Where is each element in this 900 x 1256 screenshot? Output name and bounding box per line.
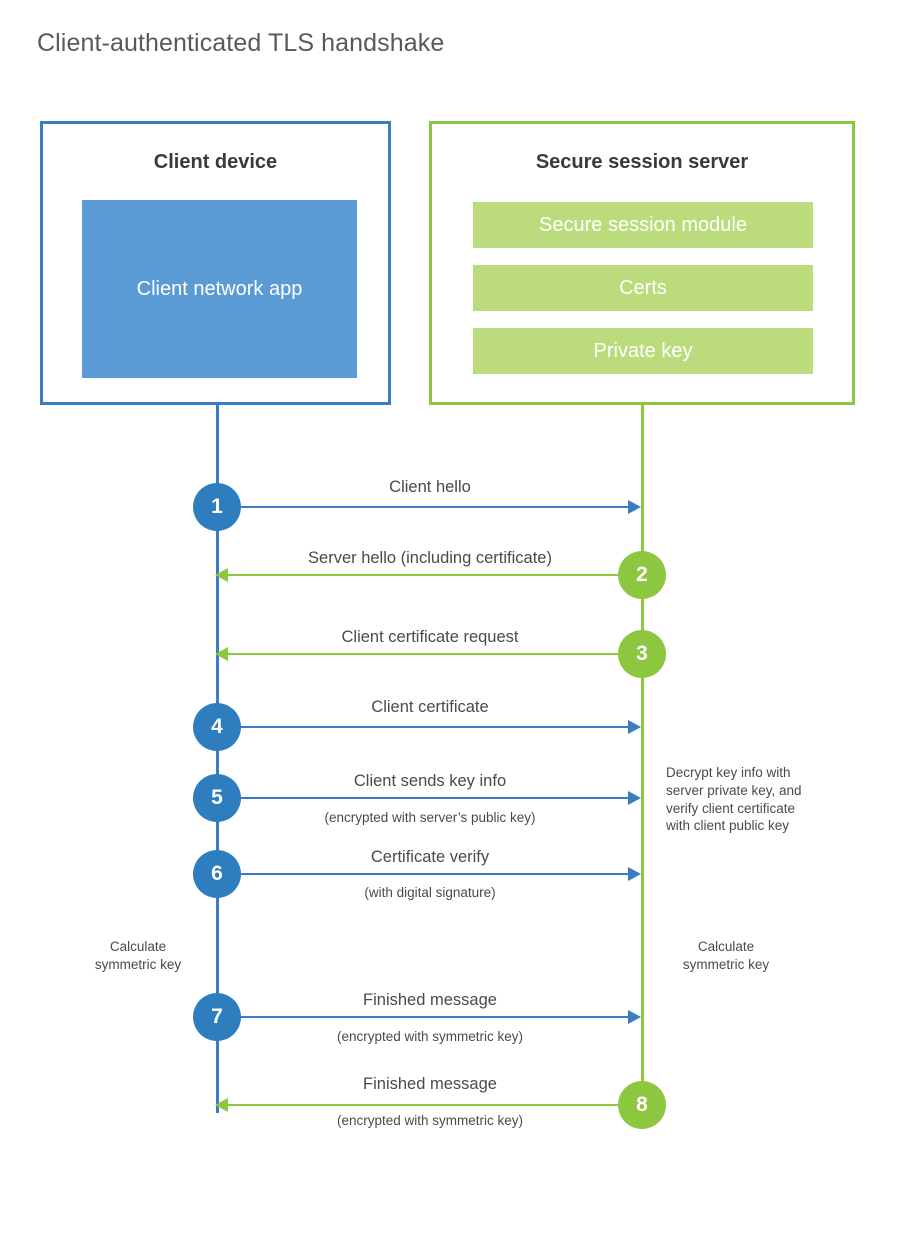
step-4-marker[interactable]: 4 <box>193 703 241 751</box>
server-decrypt-note-line-4: with client public key <box>666 818 790 834</box>
server-decrypt-note-line-1: Decrypt key info with <box>666 765 791 780</box>
server-decrypt-note: Decrypt key info with server private key… <box>666 764 841 835</box>
page-title: Client-authenticated TLS handshake <box>37 29 445 57</box>
step-1-arrow-line <box>218 506 630 508</box>
step-5-label: Client sends key info <box>353 772 507 790</box>
step-7-arrow-line <box>218 1016 630 1018</box>
step-8-label: Finished message <box>363 1075 497 1093</box>
server-calculate-symmetric-key-note: Calculate symmetric key <box>663 938 789 974</box>
step-1-label: Client hello <box>389 478 471 496</box>
step-6-arrow-head-icon <box>628 867 641 881</box>
step-8-arrow-head-icon <box>215 1098 228 1112</box>
step-6-marker[interactable]: 6 <box>193 850 241 898</box>
step-3-arrow-line <box>226 653 642 655</box>
step-2-arrow-head-icon <box>215 568 228 582</box>
step-4-arrow-head-icon <box>628 720 641 734</box>
step-2-label: Server hello (including certificate) <box>308 549 552 567</box>
client-lifeline <box>216 405 219 1113</box>
step-7-arrow-head-icon <box>628 1010 641 1024</box>
step-4-arrow-line <box>218 726 630 728</box>
step-5-arrow-head-icon <box>628 791 641 805</box>
step-7-marker[interactable]: 7 <box>193 993 241 1041</box>
server-component-certs: Certs <box>473 265 813 311</box>
step-2-arrow-line <box>226 574 642 576</box>
step-5-marker[interactable]: 5 <box>193 774 241 822</box>
server-lifeline <box>641 405 644 1105</box>
client-calc-note-line-1: Calculate <box>109 939 167 954</box>
step-7-sublabel: (encrypted with symmetric key) <box>336 1029 524 1044</box>
server-decrypt-note-line-3: verify client certificate <box>666 800 796 816</box>
client-calculate-symmetric-key-note: Calculate symmetric key <box>75 938 201 974</box>
step-3-arrow-head-icon <box>215 647 228 661</box>
server-decrypt-note-line-2: server private key, and <box>666 782 802 798</box>
server-component-private-key: Private key <box>473 328 813 374</box>
step-7-label: Finished message <box>363 991 497 1009</box>
client-device-title: Client device <box>153 151 278 173</box>
step-1-arrow-head-icon <box>628 500 641 514</box>
step-6-sublabel: (with digital signature) <box>364 885 496 900</box>
step-3-marker[interactable]: 3 <box>618 630 666 678</box>
secure-session-server-box: Secure session server Secure session mod… <box>429 121 855 405</box>
step-5-arrow-line <box>218 797 630 799</box>
step-1-marker[interactable]: 1 <box>193 483 241 531</box>
client-network-app-box: Client network app <box>82 200 357 378</box>
client-device-box: Client device Client network app <box>40 121 391 405</box>
server-calc-note-line-1: Calculate <box>697 939 755 954</box>
step-8-sublabel: (encrypted with symmetric key) <box>336 1113 524 1128</box>
step-5-sublabel: (encrypted with server’s public key) <box>324 810 536 825</box>
server-calc-note-line-2: symmetric key <box>682 956 770 972</box>
client-calc-note-line-2: symmetric key <box>94 956 182 972</box>
step-8-arrow-line <box>226 1104 642 1106</box>
step-6-label: Certificate verify <box>370 848 490 866</box>
step-8-marker[interactable]: 8 <box>618 1081 666 1129</box>
step-4-label: Client certificate <box>371 698 489 716</box>
step-3-label: Client certificate request <box>341 628 519 646</box>
step-6-arrow-line <box>218 873 630 875</box>
server-component-secure-session-module: Secure session module <box>473 202 813 248</box>
step-2-marker[interactable]: 2 <box>618 551 666 599</box>
secure-session-server-title: Secure session server <box>535 151 749 173</box>
